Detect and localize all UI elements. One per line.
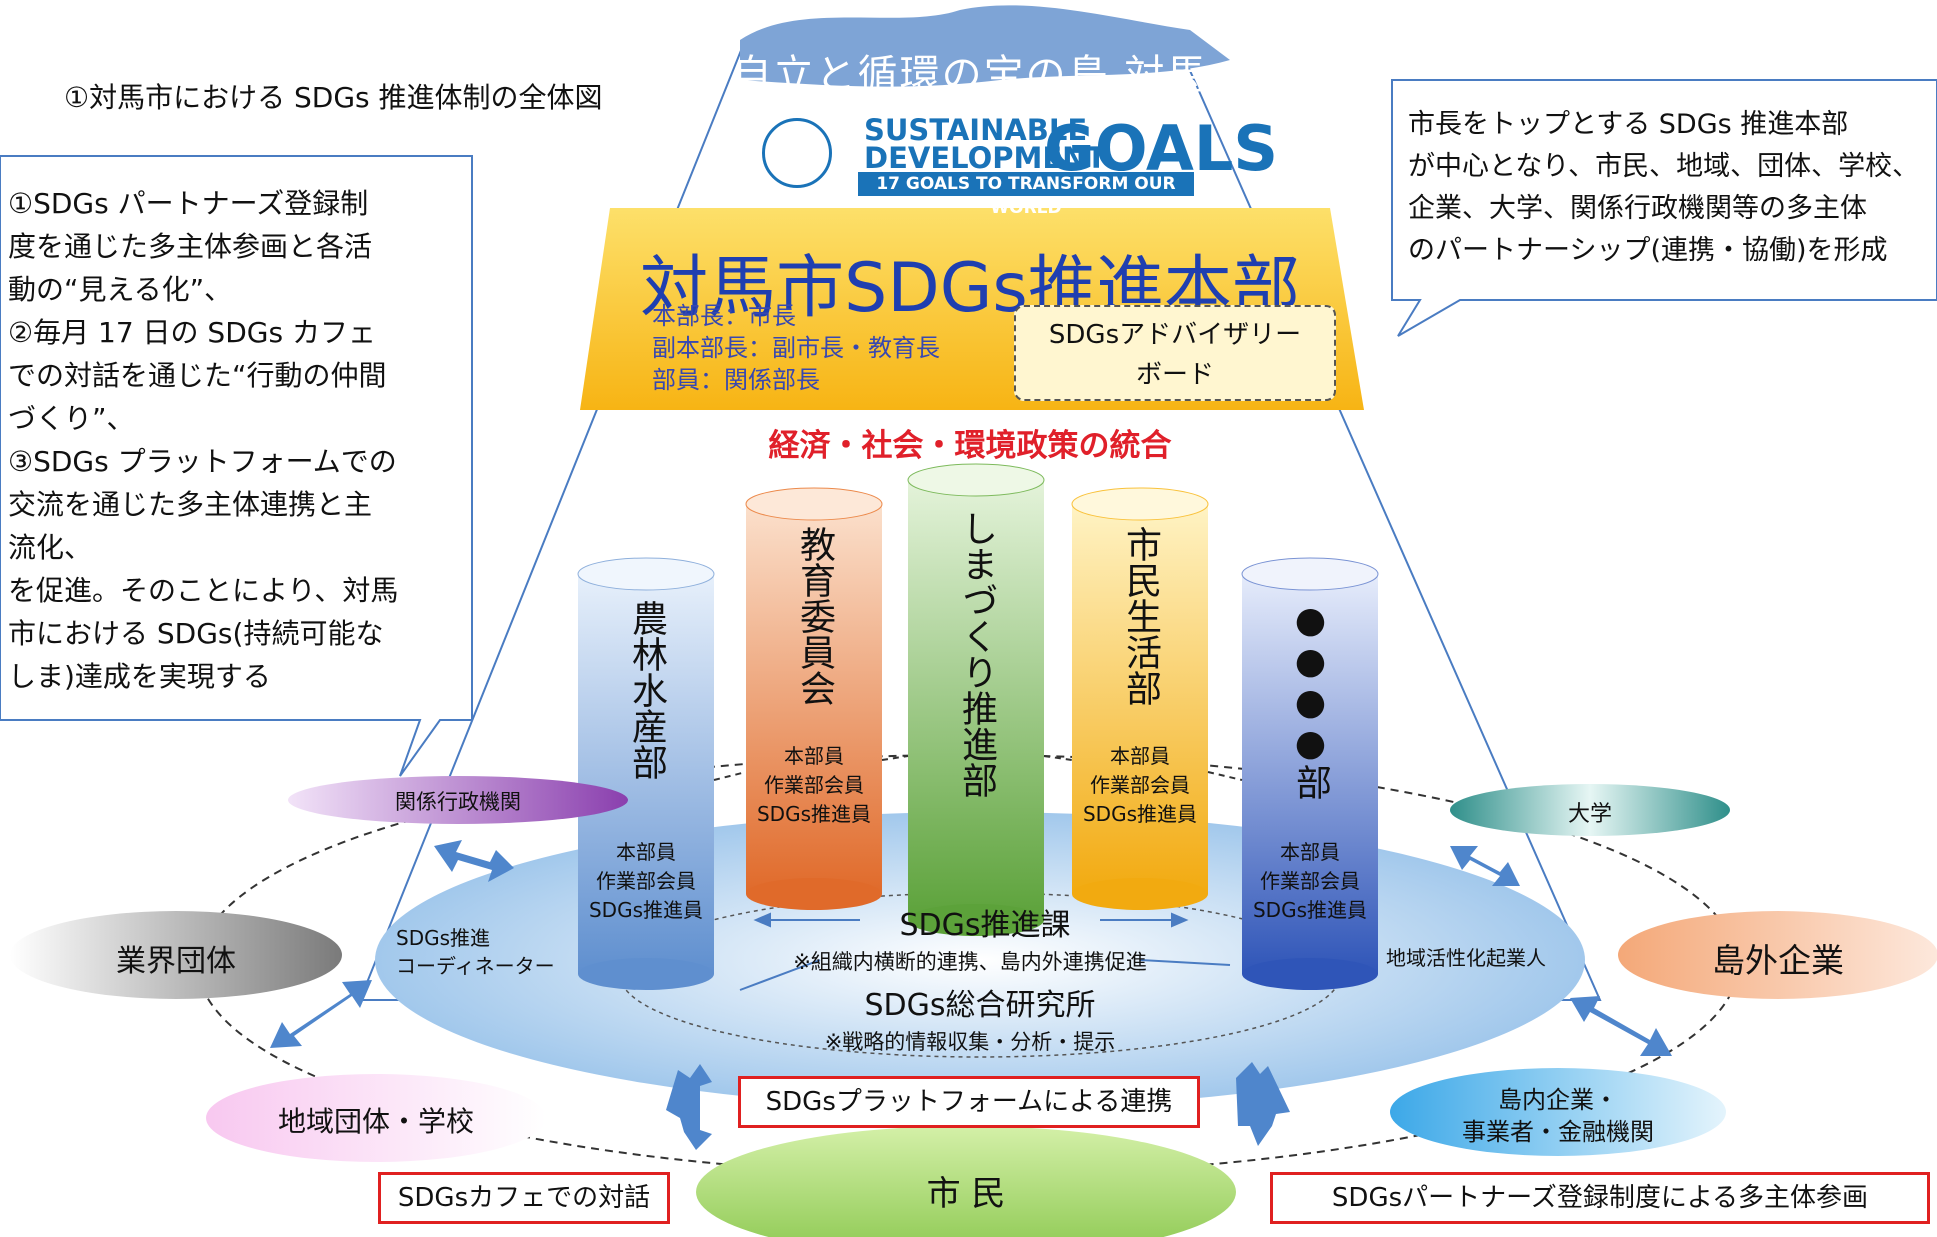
block-arrows	[270, 840, 1672, 1150]
cylinder-shima	[907, 463, 1045, 936]
callout-right-box	[1391, 79, 1937, 337]
red-label-platform: SDGsプラットフォームによる連携	[738, 1076, 1200, 1128]
stakeholder-gov: 関係行政機関	[395, 790, 521, 814]
red-label-cafe: SDGsカフェでの対話	[378, 1172, 670, 1224]
stakeholder-industry: 業界団体	[116, 944, 236, 979]
island-silhouette	[740, 5, 1230, 87]
section-name: SDGs推進課	[899, 908, 1071, 943]
dept-misc-roles: 本部員 作業部会員 SDGs推進員	[1252, 840, 1367, 922]
oval-citizens	[696, 1126, 1236, 1237]
callout-left-text: ①SDGs パートナーズ登録制 度を通じた多主体参画と各活 動の“見える化”、 …	[8, 187, 399, 693]
banner-title: 自立と循環の宝の島 対馬	[731, 52, 1209, 98]
sdg-logo-tagline: 17 GOALS TO TRANSFORM OUR WORLD	[858, 172, 1194, 218]
advisory-board: SDGsアドバイザリー ボード	[1014, 305, 1336, 401]
dept-agri-name: 農林水産部	[626, 600, 667, 780]
sdg-logo-line2: DEVELOPMENT	[864, 141, 1107, 175]
sdg-logo-line1: SUSTAINABLE	[864, 113, 1088, 147]
stakeholder-community: 地域団体・学校	[277, 1105, 474, 1138]
hq-members: 本部長：市長 副本部長：副市長・教育長 部員：関係部長	[652, 302, 940, 394]
oval-gov	[288, 776, 628, 824]
stakeholder-univ: 大学	[1567, 802, 1612, 827]
institute-note: ※戦略的情報収集・分析・提示	[824, 1030, 1116, 1054]
dept-edu-name: 教育委員会	[794, 526, 835, 706]
cylinder-edu	[745, 487, 883, 910]
oval-community	[206, 1074, 546, 1162]
dept-agri-roles: 本部員 作業部会員 SDGs推進員	[588, 840, 703, 922]
dept-shima-name: しまづくり推進部	[956, 510, 997, 798]
section-note: ※組織内横断的連携、島内外連携促進	[793, 950, 1147, 974]
entrepreneur-label: 地域活性化起業人	[1386, 946, 1546, 970]
integration-label: 経済・社会・環境政策の統合	[768, 428, 1172, 464]
dept-civic-name: 市民生活部	[1120, 526, 1161, 706]
page-title: ①対馬市における SDGs 推進体制の全体図	[64, 81, 603, 114]
cylinder-misc	[1241, 557, 1379, 990]
stakeholder-localbiz: 島内企業・ 事業者・金融機関	[1462, 1086, 1654, 1146]
dept-misc-name: ●●●●部	[1290, 600, 1331, 800]
cylinder-agri	[577, 557, 715, 990]
oval-industry	[10, 911, 342, 999]
un-emblem-icon	[762, 118, 832, 188]
section-arrows	[739, 912, 1231, 991]
stakeholder-outside: 島外企業	[1712, 941, 1844, 980]
coordinator-label: SDGs推進 コーディネーター	[396, 926, 555, 978]
oval-localbiz	[1390, 1068, 1726, 1156]
callout-right-text: 市長をトップとする SDGs 推進本部 が中心となり、市民、地域、団体、学校、 …	[1408, 109, 1920, 266]
institute-name: SDGs総合研究所	[864, 988, 1096, 1023]
dept-civic-roles: 本部員 作業部会員 SDGs推進員	[1082, 744, 1197, 826]
sdg-logo-text: SUSTAINABLE DEVELOPMENT	[864, 113, 1107, 175]
cylinder-civic	[1071, 487, 1209, 910]
oval-outside	[1618, 911, 1937, 999]
oval-univ	[1450, 784, 1730, 836]
callout-left-box	[0, 155, 473, 777]
dept-edu-roles: 本部員 作業部会員 SDGs推進員	[756, 744, 871, 826]
red-label-partners: SDGsパートナーズ登録制度による多主体参画	[1270, 1172, 1930, 1224]
cylinder-link-dashed	[713, 755, 1243, 781]
stakeholder-citizens: 市 民	[926, 1174, 1006, 1214]
